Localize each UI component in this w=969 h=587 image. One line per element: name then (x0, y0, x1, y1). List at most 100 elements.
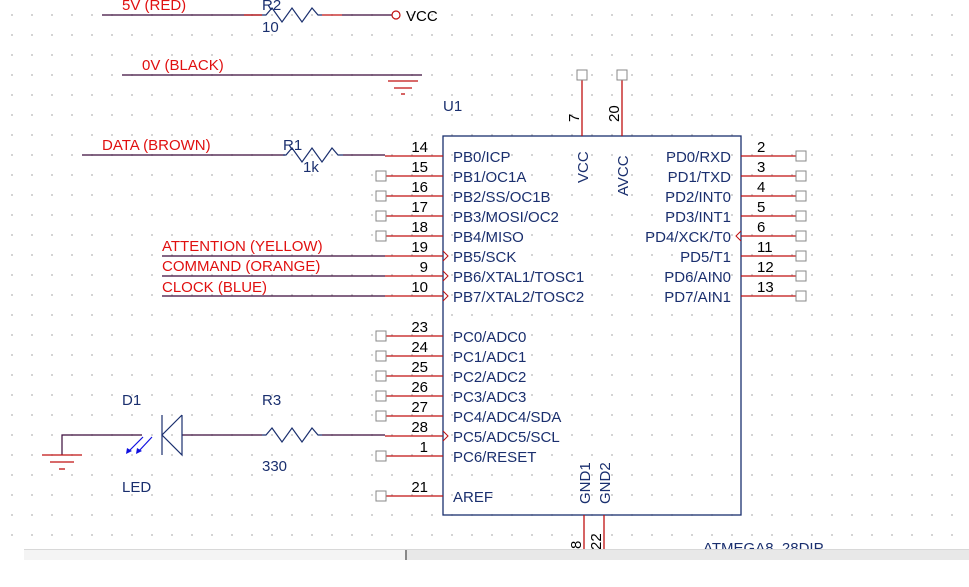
pin-number: 15 (411, 159, 428, 176)
diode-d1[interactable]: D1 LED (122, 392, 183, 496)
pin-number: 12 (757, 259, 774, 276)
resistor-r1[interactable]: R1 1k (283, 137, 385, 176)
u1-part: ATMEGA8_28DIP (703, 540, 824, 549)
r1-ref: R1 (283, 137, 302, 154)
pin-name: GND1 (577, 462, 594, 504)
pin-number: 24 (411, 339, 428, 356)
pin-name: AREF (453, 489, 493, 506)
resistor-r3[interactable]: R3 330 (262, 392, 322, 475)
pin-name: PD7/AIN1 (664, 289, 731, 306)
net-led[interactable] (42, 434, 385, 470)
unconnected-pin-icon (616, 69, 628, 81)
led-icon (126, 414, 183, 457)
unconnected-pin-icon (375, 230, 387, 242)
pin-number: 8 (568, 541, 585, 549)
ic-u1[interactable]: ATMEGA8_28DIP 14PB0/ICP15PB1/OC1A16PB2/S… (375, 69, 824, 549)
net-5v[interactable]: 5V (RED) (102, 0, 262, 16)
net-command[interactable]: COMMAND (ORANGE) (162, 258, 385, 277)
input-arrow-icon (442, 290, 449, 302)
net-label-command: COMMAND (ORANGE) (162, 258, 320, 275)
pin-number: 18 (411, 219, 428, 236)
pin-number: 16 (411, 179, 428, 196)
input-arrow-icon (442, 250, 449, 262)
unconnected-pin-icon (375, 350, 387, 362)
pin-gnd1[interactable]: 8 GND1 (568, 462, 594, 549)
pin-name: PB2/SS/OC1B (453, 189, 551, 206)
pin-name: PC6/RESET (453, 449, 536, 466)
horizontal-scrollbar[interactable] (24, 549, 969, 560)
pin-number: 1 (420, 439, 428, 456)
net-label-attention: ATTENTION (YELLOW) (162, 238, 323, 255)
unconnected-pin-icon (375, 330, 387, 342)
unconnected-pin-icon (795, 150, 807, 162)
r2-ref: R2 (262, 0, 281, 14)
pin-number: 13 (757, 279, 774, 296)
pin-number: 3 (757, 159, 765, 176)
resistor-r2[interactable]: R2 10 (244, 0, 342, 36)
pin-name: PC1/ADC1 (453, 349, 526, 366)
d1-value: LED (122, 479, 151, 496)
unconnected-pin-icon (795, 270, 807, 282)
pin-number: 5 (757, 199, 765, 216)
net-0v[interactable]: 0V (BLACK) (122, 57, 422, 95)
pin-number: 6 (757, 219, 765, 236)
unconnected-pin-icon (795, 290, 807, 302)
u1-ref: U1 (443, 98, 462, 115)
net-data[interactable]: DATA (BROWN) (82, 137, 285, 156)
net-attention[interactable]: ATTENTION (YELLOW) (162, 238, 385, 257)
scrollbar-thumb[interactable] (24, 550, 407, 560)
unconnected-pin-icon (795, 210, 807, 222)
r2-value: 10 (262, 19, 279, 36)
pin-name: PB5/SCK (453, 249, 516, 266)
schematic-canvas[interactable] (0, 0, 969, 549)
unconnected-pin-icon (795, 230, 807, 242)
pin-name: PC2/ADC2 (453, 369, 526, 386)
pin-name: AVCC (615, 155, 632, 196)
pin-number: 22 (588, 533, 605, 549)
pin-number: 17 (411, 199, 428, 216)
unconnected-pin-icon (795, 250, 807, 262)
pin-name: PD6/AIN0 (664, 269, 731, 286)
pin-number: 19 (411, 239, 428, 256)
pin-name: PC3/ADC3 (453, 389, 526, 406)
r1-value: 1k (303, 159, 319, 176)
vcc-label: VCC (406, 8, 438, 25)
r3-value: 330 (262, 458, 287, 475)
net-label-data: DATA (BROWN) (102, 137, 211, 154)
pin-name: PD2/INT0 (665, 189, 731, 206)
vcc-port[interactable]: VCC (342, 8, 438, 25)
net-clock[interactable]: CLOCK (BLUE) (162, 279, 385, 297)
input-arrow-icon (735, 230, 742, 242)
unconnected-pin-icon (375, 490, 387, 502)
pin-number: 14 (411, 139, 428, 156)
pin-name: PC0/ADC0 (453, 329, 526, 346)
